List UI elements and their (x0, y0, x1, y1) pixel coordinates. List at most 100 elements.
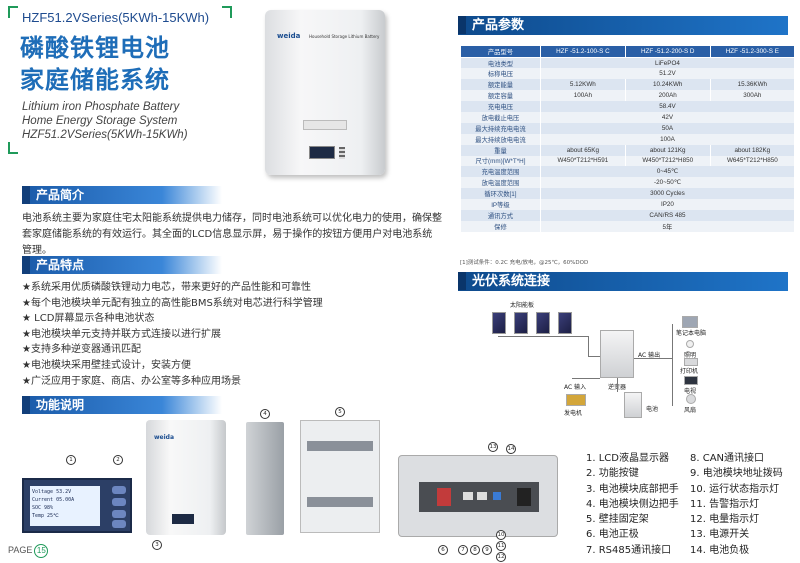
legend-right: 8. CAN通讯接口 9. 电池模块地址拨码 10. 运行状态指示灯 11. 告… (690, 451, 783, 558)
inverter-device (600, 330, 634, 378)
spec-row: 放电温度范围-20~50℃ (460, 177, 796, 189)
feature-item: ★广泛应用于家庭、商店、办公室等多种应用场景 (22, 375, 241, 387)
page-number-value: 15 (34, 544, 49, 558)
lcd-screen: Voltage 53.2V Current 05.00A SOC 98% Tem… (30, 486, 100, 526)
solar-panel (492, 312, 506, 334)
callout-4: 4 (260, 409, 270, 419)
spec-label: 保修 (460, 220, 541, 232)
legend-item: 3. 电池模块底部把手 (586, 483, 679, 495)
spec-value: -20~50℃ (539, 177, 796, 189)
spec-col-header: 产品型号 (460, 45, 541, 58)
feature-item: ★ LCD屏幕显示各种电池状态 (22, 313, 155, 325)
solar-panel (514, 312, 528, 334)
title-cn-line1: 磷酸铁锂电池 (20, 34, 170, 62)
spec-label: 充电电压 (460, 101, 541, 112)
battery-side-view (246, 422, 284, 535)
function-button (112, 520, 126, 528)
battery-lcd (309, 146, 335, 159)
spec-value: 0~45℃ (539, 166, 796, 178)
positive-terminal (437, 488, 451, 506)
printer-icon (684, 358, 698, 366)
callout-2: 2 (113, 455, 123, 465)
spec-value: LiFePO4 (539, 57, 796, 69)
spec-col-header: HZF -51.2-100-S C (539, 45, 626, 58)
feature-item: ★支持多种逆变器通讯匹配 (22, 344, 141, 356)
legend-item: 2. 功能按键 (586, 468, 639, 480)
battery-nameplate (303, 120, 347, 130)
lcd-line: Voltage 53.2V (32, 489, 72, 495)
legend-item: 5. 壁挂固定架 (586, 514, 649, 526)
battery-bottom-view (398, 455, 558, 537)
spec-value: 10.24KWh (624, 79, 711, 91)
corner-bracket-bottom-left (8, 142, 18, 154)
legend-item: 10. 运行状态指示灯 (690, 483, 780, 495)
spec-footnote: [1]测试条件：0.2C 充电/放电，@25℃，60%DOD (460, 260, 589, 266)
spec-label: 额定能量 (460, 79, 541, 91)
spec-label: 标称电压 (460, 68, 541, 80)
feature-item: ★电池模块单元支持并联方式连接以进行扩展 (22, 328, 221, 340)
callout-7: 7 (458, 545, 468, 555)
can-port (477, 492, 487, 500)
negative-terminal (517, 488, 531, 506)
terminal-panel (419, 482, 539, 512)
spec-value: about 121Kg (624, 144, 711, 156)
legend-item: 7. RS485通讯接口 (586, 544, 672, 556)
spec-value: W645*T212*H850 (709, 155, 796, 167)
spec-label: 电池类型 (460, 57, 541, 69)
pv-label-generator: 发电机 (564, 410, 583, 417)
spec-label: 充电温度范围 (460, 166, 541, 178)
spec-header-row: 产品型号 HZF -51.2-100-S C HZF -51.2-200-S D… (460, 45, 796, 58)
fan-icon (686, 394, 696, 404)
spec-label: 最大持续充电电流 (460, 122, 541, 134)
rs485-port (463, 492, 473, 500)
section-heading-intro: 产品简介 (22, 186, 222, 204)
spec-value: 200Ah (624, 90, 711, 102)
spec-label: 额定容量 (460, 90, 541, 102)
title-cn-line2: 家庭储能系统 (20, 66, 170, 94)
callout-9: 9 (482, 545, 492, 555)
light-icon (686, 340, 694, 348)
brand-logo: weida (277, 32, 301, 40)
wire (617, 378, 618, 392)
brand-logo: weida (154, 434, 175, 441)
page-title-en: Lithium iron Phosphate Battery Home Ener… (22, 100, 188, 142)
callout-5: 5 (335, 407, 345, 417)
function-button (112, 486, 126, 494)
lcd-line: Current 05.00A (32, 497, 75, 503)
spec-value: W450*T212*H591 (539, 155, 626, 167)
page-title-cn: 磷酸铁锂电池 家庭储能系统 (20, 32, 170, 96)
spec-col-header: HZF -51.2-300-S E (709, 45, 796, 58)
spec-value: 5.12KWh (539, 79, 626, 91)
spec-label: 通讯方式 (460, 209, 541, 221)
spec-value: 50A (539, 122, 796, 134)
callout-10: 10 (496, 530, 506, 540)
spec-label: 重量 (460, 144, 541, 156)
spec-value: about 182Kg (709, 144, 796, 156)
spec-col-header: HZF -51.2-200-S D (624, 45, 711, 58)
spec-value: 51.2V (539, 68, 796, 80)
battery-model-text: Household Storage Lithium Battery (309, 34, 380, 39)
pv-label-fan: 风扇 (684, 407, 697, 414)
pv-label-printer: 打印机 (680, 368, 699, 375)
feature-item: ★电池模块采用壁挂式设计，安装方便 (22, 359, 191, 371)
callout-3: 3 (152, 540, 162, 550)
wall-bracket (307, 441, 373, 451)
wire (588, 336, 589, 356)
spec-value: 15.36KWh (709, 79, 796, 91)
legend-left: 1. LCD液晶显示器 2. 功能按键 3. 电池模块底部把手 4. 电池模块侧… (586, 451, 679, 558)
legend-item: 4. 电池模块侧边把手 (586, 498, 679, 510)
laptop-icon (682, 316, 698, 328)
battery-product-image: weida Household Storage Lithium Battery (265, 10, 385, 175)
feature-item: ★每个电池模块单元配有独立的高性能BMS系统对电芯进行科学管理 (22, 297, 323, 309)
spec-value: 5年 (539, 220, 796, 232)
spec-label: 放电温度范围 (460, 177, 541, 189)
